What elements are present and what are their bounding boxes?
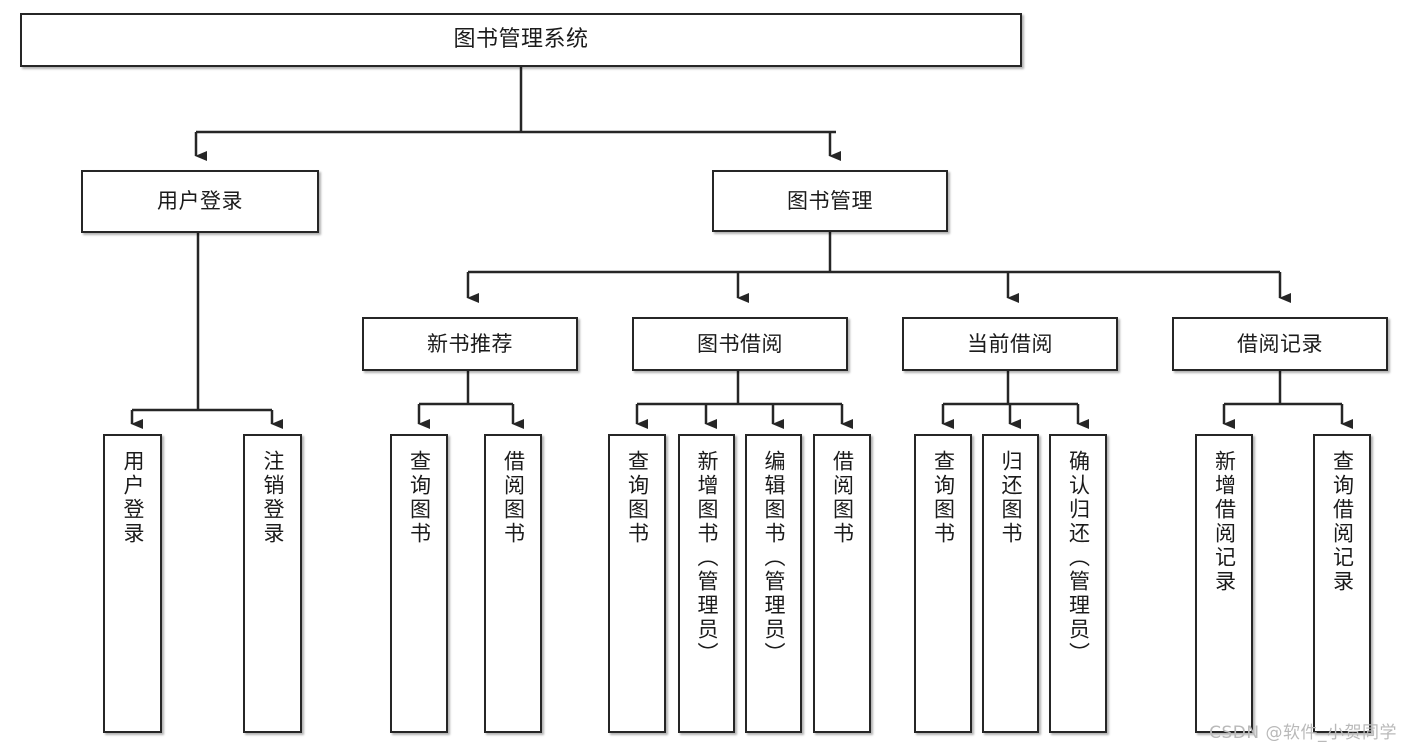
leaf-borrow-edit-book-admin[interactable]: 编辑图书（管理员）: [745, 434, 802, 733]
leaf-current-return-book[interactable]: 归还图书: [982, 434, 1039, 733]
leaf-record-query-borrow-record[interactable]: 查询借阅记录: [1313, 434, 1371, 733]
node-book-management[interactable]: 图书管理: [712, 170, 948, 232]
node-current-borrow[interactable]: 当前借阅: [902, 317, 1118, 371]
node-label: 查询图书: [407, 450, 432, 546]
leaf-borrow-borrow-book[interactable]: 借阅图书: [813, 434, 871, 733]
node-label: 编辑图书（管理员）: [762, 450, 786, 666]
leaf-user-login-login[interactable]: 用户登录: [103, 434, 162, 733]
leaf-new-book-query[interactable]: 查询图书: [390, 434, 448, 733]
node-label: 借阅图书: [830, 450, 855, 546]
node-label: 图书管理: [787, 188, 873, 213]
node-label: 用户登录: [121, 450, 145, 546]
node-user-login[interactable]: 用户登录: [81, 170, 319, 233]
node-root-book-management-system[interactable]: 图书管理系统: [20, 13, 1022, 67]
leaf-borrow-add-book-admin[interactable]: 新增图书（管理员）: [678, 434, 735, 733]
node-label: 归还图书: [999, 450, 1023, 546]
node-label: 查询图书: [931, 450, 956, 546]
node-label: 注销登录: [261, 450, 285, 546]
node-label: 查询图书: [625, 450, 650, 546]
leaf-borrow-query-book[interactable]: 查询图书: [608, 434, 666, 733]
node-label: 确认归还（管理员）: [1066, 450, 1091, 666]
node-label: 新增图书（管理员）: [695, 450, 719, 666]
node-label: 图书借阅: [697, 331, 783, 356]
node-label: 用户登录: [157, 189, 243, 214]
node-label: 新书推荐: [427, 331, 513, 356]
node-label: 图书管理系统: [453, 27, 589, 53]
csdn-watermark: CSDN @软件_小贺同学: [1209, 723, 1397, 743]
node-book-borrow[interactable]: 图书借阅: [632, 317, 848, 371]
node-label: 当前借阅: [967, 331, 1053, 356]
node-label: 借阅图书: [501, 450, 526, 546]
node-label: 新增借阅记录: [1212, 450, 1237, 594]
leaf-current-confirm-return-admin[interactable]: 确认归还（管理员）: [1049, 434, 1107, 733]
leaf-new-book-borrow[interactable]: 借阅图书: [484, 434, 542, 733]
leaf-current-query-book[interactable]: 查询图书: [914, 434, 972, 733]
leaf-record-add-borrow-record[interactable]: 新增借阅记录: [1195, 434, 1253, 733]
node-borrow-record[interactable]: 借阅记录: [1172, 317, 1388, 371]
node-new-book-recommend[interactable]: 新书推荐: [362, 317, 578, 371]
leaf-user-login-logout[interactable]: 注销登录: [243, 434, 302, 733]
node-label: 借阅记录: [1237, 331, 1323, 356]
node-label: 查询借阅记录: [1330, 450, 1355, 594]
